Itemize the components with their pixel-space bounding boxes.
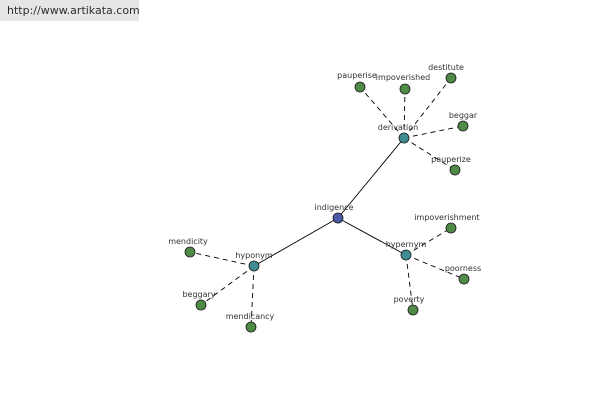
url-banner: http://www.artikata.com bbox=[0, 0, 140, 21]
node-label-hypernym: hypernym bbox=[386, 240, 427, 249]
node-label-poorness: poorness bbox=[445, 264, 481, 273]
node-dot-mendicancy[interactable] bbox=[245, 321, 257, 333]
node-label-destitute: destitute bbox=[428, 63, 464, 72]
node-impoverishment[interactable]: impoverishment bbox=[414, 213, 480, 234]
edge-derivation-impoverished bbox=[403, 88, 406, 139]
node-label-impoverished: impoverished bbox=[376, 73, 430, 82]
node-pauperise[interactable]: pauperise bbox=[337, 71, 377, 93]
node-mendicity[interactable]: mendicity bbox=[168, 237, 208, 258]
edge-indigence-hypernym bbox=[337, 217, 407, 256]
edge-indigence-derivation bbox=[337, 137, 405, 219]
node-label-beggar: beggar bbox=[449, 111, 478, 120]
node-poorness[interactable]: poorness bbox=[445, 264, 481, 285]
node-label-hyponym: hyponym bbox=[235, 251, 273, 260]
edge-hyponym-mendicity bbox=[189, 251, 255, 267]
node-dot-impoverished[interactable] bbox=[399, 83, 411, 95]
edges-layer bbox=[189, 77, 465, 328]
node-label-mendicancy: mendicancy bbox=[226, 312, 275, 321]
node-label-indigence: indigence bbox=[315, 203, 354, 212]
node-hypernym[interactable]: hypernym bbox=[386, 240, 427, 261]
node-hyponym[interactable]: hyponym bbox=[235, 251, 273, 272]
node-impoverished[interactable]: impoverished bbox=[376, 73, 430, 95]
node-dot-pauperise[interactable] bbox=[354, 81, 366, 93]
node-pauperize[interactable]: pauperize bbox=[431, 155, 471, 176]
node-dot-poorness[interactable] bbox=[458, 273, 470, 285]
node-dot-beggar[interactable] bbox=[457, 120, 469, 132]
node-dot-derivation[interactable] bbox=[398, 132, 410, 144]
node-dot-hyponym[interactable] bbox=[248, 260, 260, 272]
node-label-poverty: poverty bbox=[394, 295, 425, 304]
edge-hyponym-beggary bbox=[200, 265, 255, 306]
node-dot-hypernym[interactable] bbox=[400, 249, 412, 261]
node-dot-mendicity[interactable] bbox=[184, 246, 196, 258]
node-dot-poverty[interactable] bbox=[407, 304, 419, 316]
edge-derivation-destitute bbox=[403, 77, 452, 139]
node-indigence[interactable]: indigence bbox=[315, 203, 354, 224]
node-dot-impoverishment[interactable] bbox=[445, 222, 457, 234]
node-derivation[interactable]: derivation bbox=[378, 123, 418, 144]
node-mendicancy[interactable]: mendicancy bbox=[226, 312, 275, 333]
edge-hyponym-mendicancy bbox=[250, 265, 255, 328]
node-dot-pauperize[interactable] bbox=[449, 164, 461, 176]
node-beggar[interactable]: beggar bbox=[449, 111, 478, 132]
node-label-derivation: derivation bbox=[378, 123, 418, 132]
edge-indigence-hyponym bbox=[253, 217, 339, 267]
edge-derivation-pauperise bbox=[359, 86, 405, 139]
node-label-impoverishment: impoverishment bbox=[414, 213, 479, 222]
node-label-pauperise: pauperise bbox=[337, 71, 377, 80]
node-label-mendicity: mendicity bbox=[168, 237, 208, 246]
edge-hypernym-poorness bbox=[405, 254, 465, 280]
node-beggary[interactable]: beggary bbox=[182, 290, 216, 311]
nodes-layer: indigence derivation hyponym hypernym pauper… bbox=[168, 63, 481, 333]
node-dot-destitute[interactable] bbox=[445, 72, 457, 84]
edge-derivation-beggar bbox=[403, 125, 464, 139]
edge-derivation-pauperize bbox=[403, 137, 456, 171]
node-label-pauperize: pauperize bbox=[431, 155, 471, 164]
node-dot-beggary[interactable] bbox=[195, 299, 207, 311]
node-dot-indigence[interactable] bbox=[332, 212, 344, 224]
node-destitute[interactable]: destitute bbox=[428, 63, 464, 84]
node-poverty[interactable]: poverty bbox=[394, 295, 425, 316]
site-url-link[interactable]: http://www.artikata.com bbox=[7, 4, 140, 17]
node-label-beggary: beggary bbox=[182, 290, 215, 299]
edge-hypernym-poverty bbox=[405, 254, 414, 311]
